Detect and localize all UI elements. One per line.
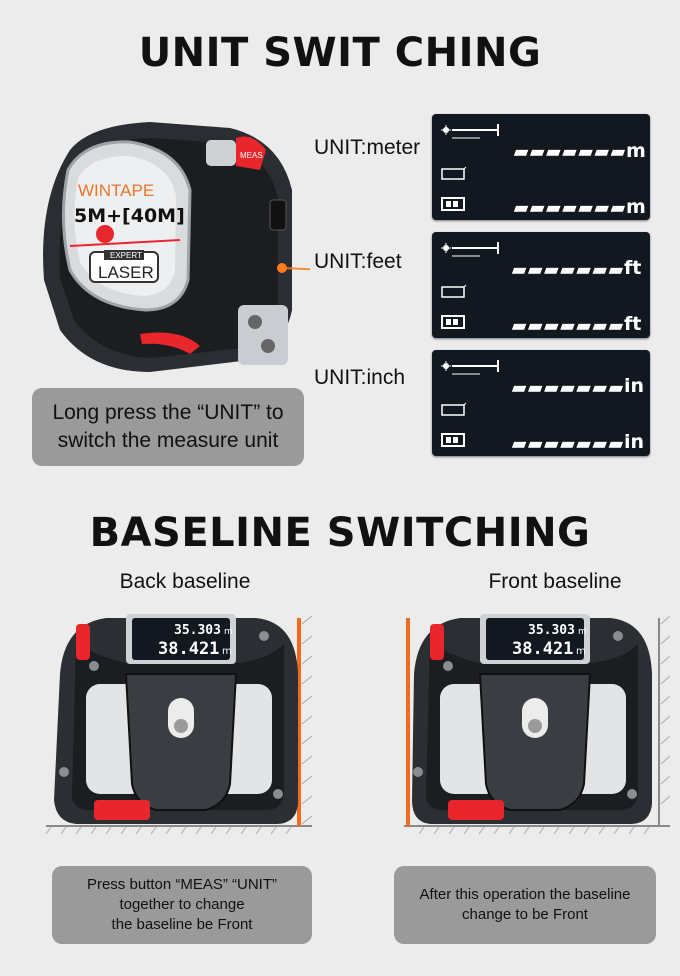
baseline-switching-title: BASELINE SWITCHING [89, 510, 591, 556]
unit-char: m [626, 196, 646, 218]
reading-dashes: ▬▬▬▬▬▬▬ [508, 316, 629, 335]
reading-dashes: ▬▬▬▬▬▬▬ [510, 198, 631, 217]
lcd-panel-meter: ▬▬▬▬▬▬▬ m ▬▬▬▬▬▬▬ m [432, 114, 650, 220]
caption-line: together to change [119, 896, 245, 913]
battery-icon [441, 197, 465, 211]
reading-2-unit: m [576, 646, 586, 657]
battery-icon [441, 315, 465, 329]
unit-char: in [624, 431, 645, 453]
tape-icon [441, 284, 467, 298]
lcd-panel-inch: ▬▬▬▬▬▬▬ in ▬▬▬▬▬▬▬ in [432, 350, 650, 456]
reading-2: 38.421 [512, 639, 573, 659]
caption-line: the baseline be Front [111, 916, 253, 933]
unit-char: ft [624, 313, 642, 335]
unit-char: ft [624, 257, 642, 279]
reading-1-unit: m [578, 627, 587, 637]
reading-dashes: ▬▬▬▬▬▬▬ [508, 378, 629, 397]
unit-switching-title: UNIT SWIT CHING [138, 30, 542, 76]
tape-measure-illustration: WINTAPE 5M+[40M] EXPERT LASER MEAS [43, 122, 310, 372]
lcd-panel-feet: ▬▬▬▬▬▬▬ ft ▬▬▬▬▬▬▬ ft [432, 232, 650, 338]
reading-2: 38.421 [158, 639, 219, 659]
laser-icon [441, 360, 499, 375]
laser-icon [441, 124, 499, 139]
badge-text: EXPERT [110, 251, 142, 260]
brand-text: WINTAPE [78, 181, 154, 200]
front-baseline-label: Front baseline [488, 570, 622, 593]
meas-button-label: MEAS [240, 151, 263, 160]
front-baseline-device: 35.303 m 38.421 m [404, 614, 670, 834]
back-baseline-label: Back baseline [119, 570, 251, 593]
unit-caption-box: Long press the “UNIT” to switch the meas… [32, 388, 304, 466]
reading-1-unit: m [224, 627, 233, 637]
back-baseline-device: 35.303 m 38.421 m [46, 614, 312, 834]
unit-char: in [624, 375, 645, 397]
laser-icon [441, 242, 499, 257]
caption-line: Press button “MEAS” “UNIT” [86, 876, 278, 893]
caption-line: switch the measure unit [57, 429, 279, 452]
size-text: 5M+[40M] [74, 205, 185, 227]
reading-dashes: ▬▬▬▬▬▬▬ [510, 142, 631, 161]
battery-icon [441, 433, 465, 447]
caption-line: After this operation the baseline [419, 886, 631, 903]
back-baseline-caption-box: Press button “MEAS” “UNIT” together to c… [52, 866, 312, 944]
caption-line: change to be Front [462, 906, 588, 923]
reading-2-unit: m [222, 646, 232, 657]
unit-label-inch: UNIT:inch [314, 366, 406, 389]
tape-icon [441, 402, 467, 416]
reading-1: 35.303 [174, 623, 221, 638]
caption-line: Long press the “UNIT” to [52, 401, 284, 424]
unit-label-meter: UNIT:meter [314, 136, 421, 159]
unit-label-feet: UNIT:feet [314, 250, 402, 273]
reading-dashes: ▬▬▬▬▬▬▬ [508, 260, 629, 279]
tape-icon [441, 166, 467, 180]
reading-dashes: ▬▬▬▬▬▬▬ [508, 434, 629, 453]
product-text: LASER [98, 263, 154, 282]
reading-1: 35.303 [528, 623, 575, 638]
front-baseline-caption-box: After this operation the baseline change… [394, 866, 656, 944]
unit-char: m [626, 140, 646, 162]
